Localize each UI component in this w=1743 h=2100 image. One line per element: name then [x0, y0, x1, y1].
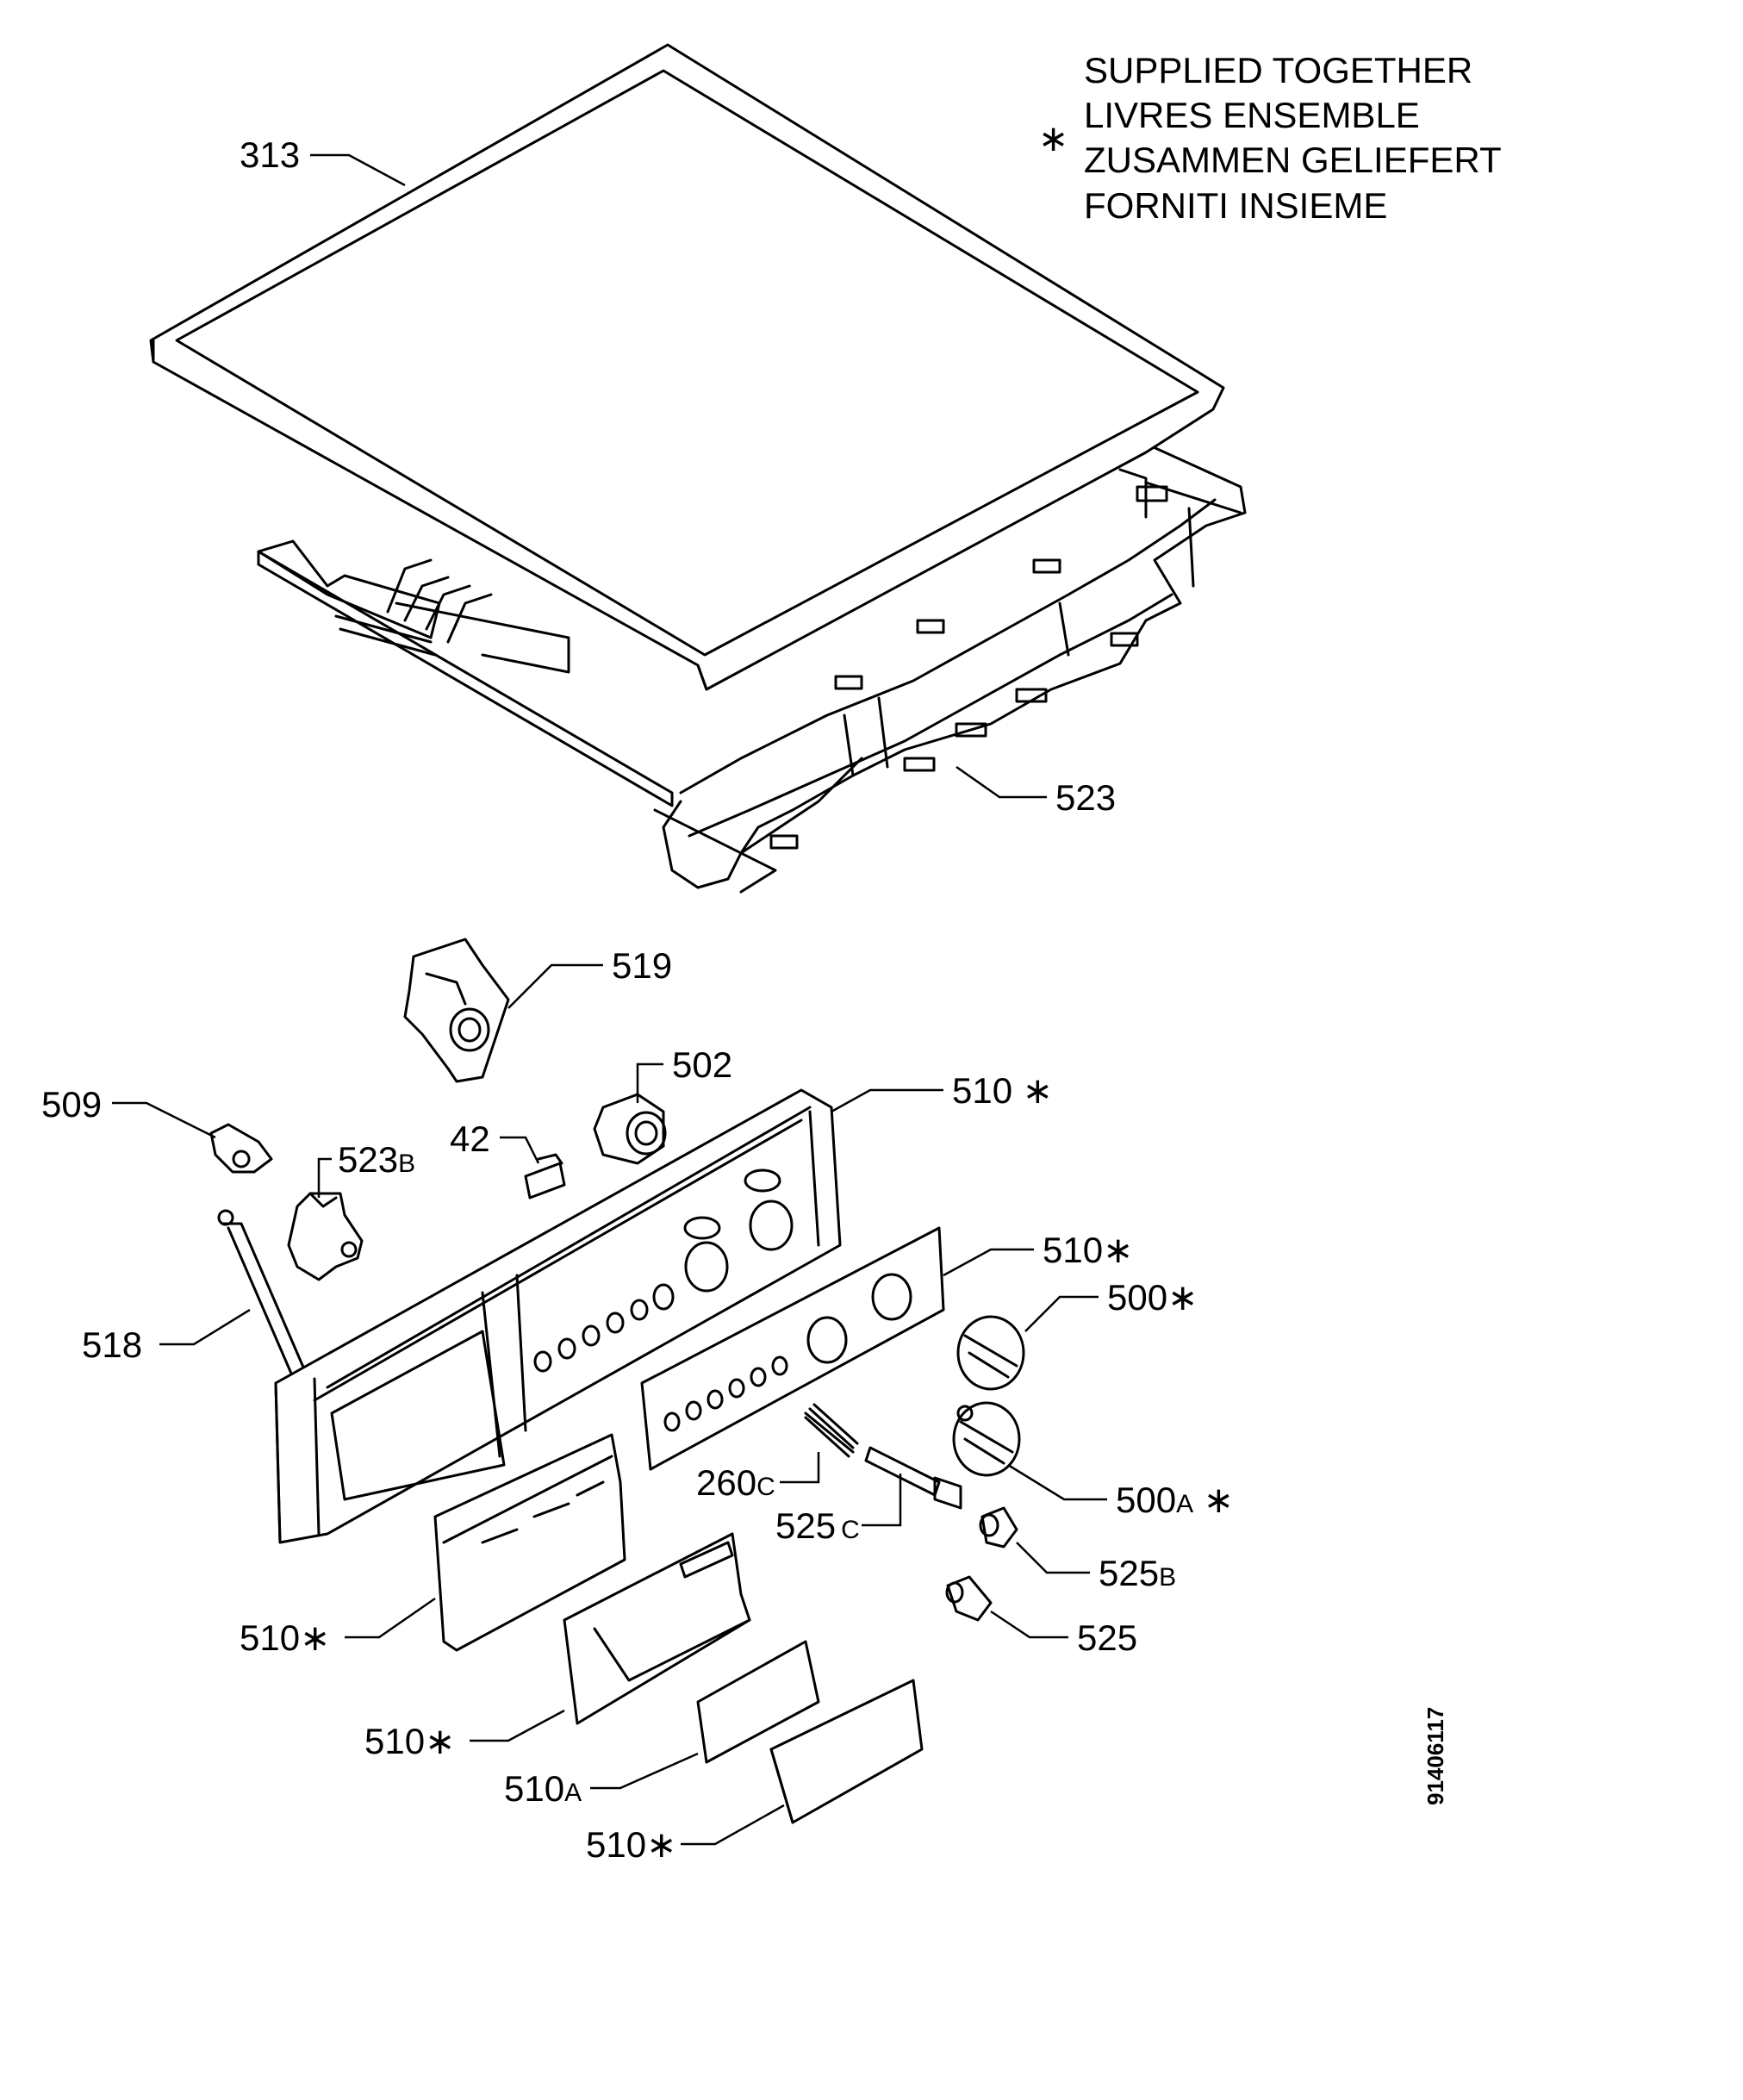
part-510-drawer-front	[433, 1433, 626, 1652]
legend: ∗ SUPPLIED TOGETHER LIVRES ENSEMBLE ZUSA…	[1038, 50, 1502, 226]
callout-525: 525	[1077, 1617, 1137, 1658]
callout-510-drawer-front: 510∗	[240, 1617, 330, 1658]
part-523-worktop-frame	[257, 442, 1247, 894]
legend-line-fr: LIVRES ENSEMBLE	[1084, 95, 1420, 135]
callouts: 313 523 519 502 509 42 523B 510 ∗ 510∗ 5…	[41, 134, 1234, 1865]
callout-313: 313	[240, 134, 300, 175]
part-260c-spring	[804, 1403, 859, 1458]
part-510a-insert	[696, 1640, 820, 1764]
callout-523: 523	[1055, 777, 1116, 818]
callout-510-plate: 510∗	[1043, 1230, 1133, 1270]
part-500a-knob	[952, 1401, 1021, 1477]
part-518-rod	[217, 1209, 312, 1389]
part-525	[945, 1575, 993, 1622]
callout-525b: 525B	[1099, 1553, 1176, 1593]
part-510-plate	[640, 1226, 945, 1471]
callout-260c: 260C	[696, 1462, 775, 1503]
leader-lines	[112, 153, 1107, 1846]
legend-line-it: FORNITI INSIEME	[1084, 185, 1387, 226]
callout-510-flap: 510∗	[586, 1824, 676, 1865]
legend-line-en: SUPPLIED TOGETHER	[1084, 50, 1472, 90]
part-523b-lock	[287, 1192, 364, 1281]
part-525c-shaft	[864, 1446, 962, 1510]
callout-523b: 523B	[338, 1139, 415, 1180]
part-42	[524, 1153, 566, 1200]
part-500-knob	[956, 1315, 1025, 1391]
callout-500: 500∗	[1107, 1277, 1198, 1318]
callout-519: 519	[612, 945, 672, 986]
callout-502: 502	[672, 1044, 732, 1085]
callout-518: 518	[82, 1324, 142, 1365]
part-519-housing	[403, 938, 510, 1083]
callout-42: 42	[450, 1119, 490, 1159]
part-510-handle-cover	[563, 1532, 751, 1725]
legend-symbol: ∗	[1038, 118, 1068, 159]
part-525b	[979, 1506, 1018, 1549]
part-509	[209, 1123, 273, 1174]
part-510-control-panel	[274, 1088, 842, 1544]
part-313-lid	[149, 43, 1225, 691]
callout-510a: 510A	[504, 1768, 582, 1809]
callout-500a: 500A ∗	[1116, 1480, 1234, 1520]
callout-510-panel: 510 ∗	[952, 1070, 1053, 1111]
legend-line-de: ZUSAMMEN GELIEFERT	[1084, 140, 1502, 180]
part-502	[593, 1093, 667, 1165]
callout-509: 509	[41, 1084, 102, 1125]
callout-510-handle-cover: 510∗	[364, 1721, 455, 1761]
part-510-flap	[769, 1679, 924, 1824]
drawing-code: 91406117	[1422, 1707, 1448, 1805]
